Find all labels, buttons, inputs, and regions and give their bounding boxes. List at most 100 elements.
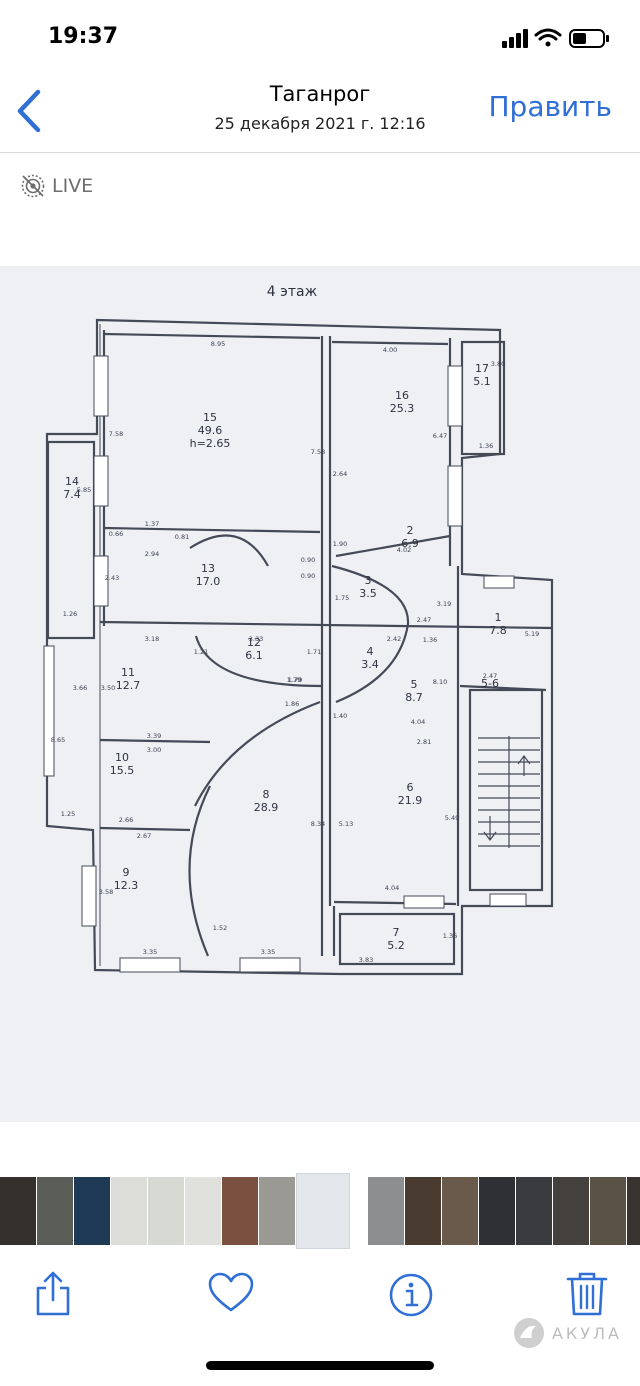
room-height: h=2.65: [190, 437, 231, 450]
bottom-toolbar: [0, 1258, 640, 1338]
dimension-label: 1.36: [479, 442, 493, 450]
dimension-label: 4.04: [385, 884, 399, 892]
thumbnail[interactable]: [259, 1177, 295, 1245]
thumbnail[interactable]: [37, 1177, 73, 1245]
dimension-label: 2.94: [145, 550, 159, 558]
dimension-label: 1.79: [287, 676, 301, 684]
room-area: 6.9: [401, 537, 419, 550]
shark-logo-icon: [513, 1318, 544, 1348]
room-number: 14: [65, 475, 79, 488]
thumbnail[interactable]: [185, 1177, 221, 1245]
room-number: 2: [407, 524, 414, 537]
dimension-label: 3.58: [99, 888, 113, 896]
dimension-label: 1.52: [213, 924, 227, 932]
dimension-label: 6.47: [433, 432, 447, 440]
room-number: 7: [393, 926, 400, 939]
thumbnail[interactable]: [553, 1177, 589, 1245]
dimension-label: 1.79: [288, 676, 302, 684]
room-area: 12.7: [116, 679, 141, 692]
dimension-label: 0.81: [175, 533, 189, 541]
dimension-label: 4.00: [383, 346, 397, 354]
dimension-label: 2.43: [105, 574, 119, 582]
dimension-label: 5.19: [525, 630, 539, 638]
dimension-label: 3.18: [145, 635, 159, 643]
dimension-label: 5.13: [339, 820, 353, 828]
thumbnail[interactable]: [627, 1177, 640, 1245]
battery-icon: [569, 29, 609, 48]
share-button[interactable]: [28, 1268, 78, 1318]
dimension-label: 1.90: [333, 540, 347, 548]
room-number: 15: [203, 411, 217, 424]
delete-button[interactable]: [562, 1268, 612, 1318]
room-number: 4: [367, 645, 374, 658]
favorite-button[interactable]: [206, 1268, 256, 1318]
thumbnail[interactable]: [148, 1177, 184, 1245]
floor-plan-labels: 4 этаж 1549.6h=2.651625.3175.1147.41317.…: [51, 284, 539, 964]
dimension-label: 3.50: [101, 684, 115, 692]
floor-plan-title: 4 этаж: [267, 284, 318, 300]
room-area: 25.3: [390, 402, 415, 415]
dimension-label: 1.25: [61, 810, 75, 818]
thumbnail[interactable]: [0, 1177, 36, 1245]
nav-subtitle: 25 декабря 2021 г. 12:16: [214, 114, 426, 133]
info-button[interactable]: [386, 1268, 436, 1318]
trash-icon: [566, 1272, 608, 1316]
thumbnail[interactable]: [74, 1177, 110, 1245]
dimension-label: 3.39: [147, 732, 161, 740]
room-number: 11: [121, 666, 135, 679]
back-button[interactable]: [10, 86, 50, 136]
thumbnail[interactable]: [442, 1177, 478, 1245]
dimension-label: 1.36: [443, 932, 457, 940]
dimension-label: 5.85: [77, 486, 91, 494]
live-badge[interactable]: LIVE: [20, 172, 93, 200]
dimension-label: 2.81: [417, 738, 431, 746]
thumbnail[interactable]: [590, 1177, 626, 1245]
nav-title: Таганрог: [269, 82, 371, 106]
dimension-label: 3.00: [147, 746, 161, 754]
dimension-label: 3.33: [249, 635, 263, 643]
share-icon: [36, 1271, 70, 1316]
room-area: 17.0: [196, 575, 221, 588]
thumbnail-selected[interactable]: [296, 1173, 350, 1249]
dimension-label: 1.36: [423, 636, 437, 644]
edit-button[interactable]: Править: [488, 90, 613, 123]
watermark-text: АКУЛА: [551, 1323, 622, 1343]
dimension-label: 4.04: [411, 718, 425, 726]
room-area: 5.1: [473, 375, 491, 388]
room-area: 49.6: [198, 424, 223, 437]
dimension-label: 1.26: [63, 610, 77, 618]
dimension-label: 2.42: [387, 635, 401, 643]
floor-plan-image: 4 этаж 1549.6h=2.651625.3175.1147.41317.…: [0, 266, 640, 1122]
room-number: 12: [247, 636, 261, 649]
dimension-label: 3.19: [437, 600, 451, 608]
dimension-label: 2.47: [483, 672, 497, 680]
dimension-label: 3.35: [261, 948, 275, 956]
dimension-label: 1.75: [335, 594, 349, 602]
dimension-label: 2.47: [417, 616, 431, 624]
room-number: 3: [365, 574, 372, 587]
thumbnail[interactable]: [405, 1177, 441, 1245]
thumbnail[interactable]: [111, 1177, 147, 1245]
dimension-label: 3.66: [73, 684, 87, 692]
stairs: [478, 736, 540, 848]
thumbnail-strip[interactable]: [0, 1173, 640, 1249]
nav-bar: Таганрог 25 декабря 2021 г. 12:16 Правит…: [0, 76, 640, 152]
dimension-label: 8.65: [51, 736, 65, 744]
thumbnail[interactable]: [479, 1177, 515, 1245]
dimension-label: 1.86: [285, 700, 299, 708]
live-label: LIVE: [52, 175, 94, 197]
room-area: 6.1: [245, 649, 263, 662]
dimension-label: 1.40: [333, 712, 347, 720]
room-number: 16: [395, 389, 409, 402]
room-area: 3.5: [359, 587, 377, 600]
windows: [43, 355, 527, 973]
room-area: 7.4: [63, 488, 81, 501]
room-number: 13: [201, 562, 215, 575]
thumbnail[interactable]: [222, 1177, 258, 1245]
room-number: 8: [263, 788, 270, 801]
live-off-icon: [21, 174, 45, 198]
thumbnail[interactable]: [368, 1177, 404, 1245]
thumbnail[interactable]: [516, 1177, 552, 1245]
room-area: 8.7: [405, 691, 423, 704]
